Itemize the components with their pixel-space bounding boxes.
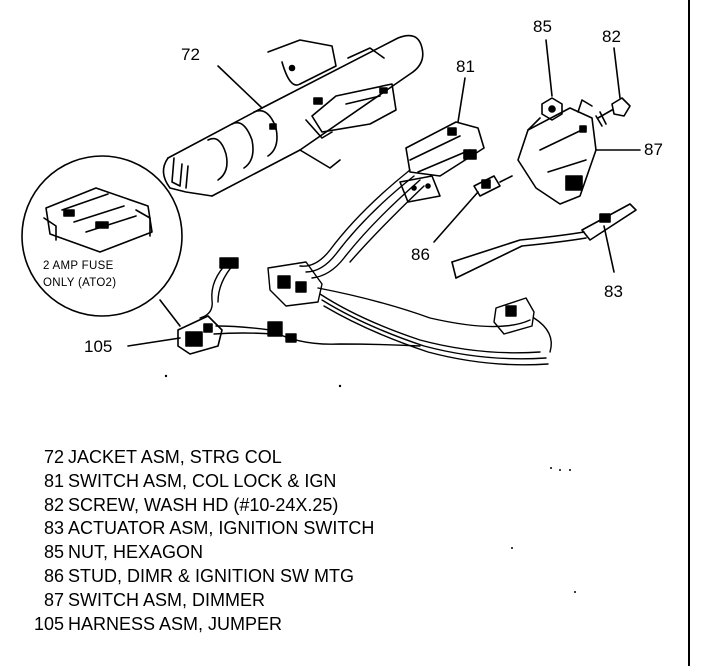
leader-83 bbox=[603, 225, 615, 273]
legend-part-description: SCREW, WASH HD (#10-24X.25) bbox=[68, 494, 339, 515]
legend-part-number: 81 bbox=[43, 470, 64, 491]
fuse-inset bbox=[21, 155, 183, 327]
legend-part-description: JACKET ASM, STRG COL bbox=[68, 447, 282, 467]
inset-fuse-label-line2: ONLY (ATO2) bbox=[43, 277, 117, 289]
legend-part-number: 87 bbox=[43, 589, 64, 610]
hex-nut bbox=[541, 97, 563, 121]
leader-72 bbox=[217, 65, 263, 109]
legend-part-number: 85 bbox=[43, 542, 64, 563]
mounting-stud bbox=[473, 175, 513, 197]
legend-part-description: STUD, DIMR & IGNITION SW MTG bbox=[68, 565, 354, 586]
leader-81 bbox=[457, 77, 466, 123]
steering-column-jacket bbox=[162, 34, 424, 197]
callout-87: 87 bbox=[644, 140, 663, 159]
callout-86: 86 bbox=[411, 245, 430, 264]
inset-fuse-label-line1: 2 AMP FUSE bbox=[43, 260, 114, 272]
legend-part-description: HARNESS ASM, JUMPER bbox=[68, 613, 283, 634]
legend-part-number: 83 bbox=[43, 518, 64, 539]
callout-105: 105 bbox=[84, 337, 113, 356]
legend-part-description: NUT, HEXAGON bbox=[68, 542, 204, 563]
leader-85 bbox=[545, 39, 553, 97]
legend-part-number: 82 bbox=[43, 494, 64, 515]
callout-72: 72 bbox=[181, 45, 200, 64]
leader-82 bbox=[613, 47, 621, 99]
wiring-harness bbox=[199, 169, 552, 366]
page-border-right bbox=[688, 0, 690, 666]
dimmer-switch bbox=[517, 99, 597, 205]
callout-82: 82 bbox=[602, 27, 621, 46]
legend-part-number: 86 bbox=[43, 565, 64, 586]
callout-83: 83 bbox=[604, 282, 623, 301]
leader-86 bbox=[433, 191, 479, 243]
legend-part-description: SWITCH ASM, DIMMER bbox=[68, 589, 265, 610]
legend-part-number: 105 bbox=[33, 613, 64, 634]
washer-head-screw bbox=[595, 97, 631, 127]
lock-ignition-switch bbox=[399, 121, 485, 203]
ignition-actuator-rod bbox=[451, 203, 637, 279]
legend-part-description: SWITCH ASM, COL LOCK & IGN bbox=[68, 470, 337, 491]
scan-noise bbox=[164, 374, 576, 593]
legend-part-number: 72 bbox=[43, 447, 64, 467]
legend-part-description: ACTUATOR ASM, IGNITION SWITCH bbox=[68, 518, 375, 539]
callout-85: 85 bbox=[533, 17, 552, 36]
jumper-harness-connector bbox=[177, 315, 223, 355]
leader-105 bbox=[127, 337, 181, 347]
callout-81: 81 bbox=[456, 57, 475, 76]
